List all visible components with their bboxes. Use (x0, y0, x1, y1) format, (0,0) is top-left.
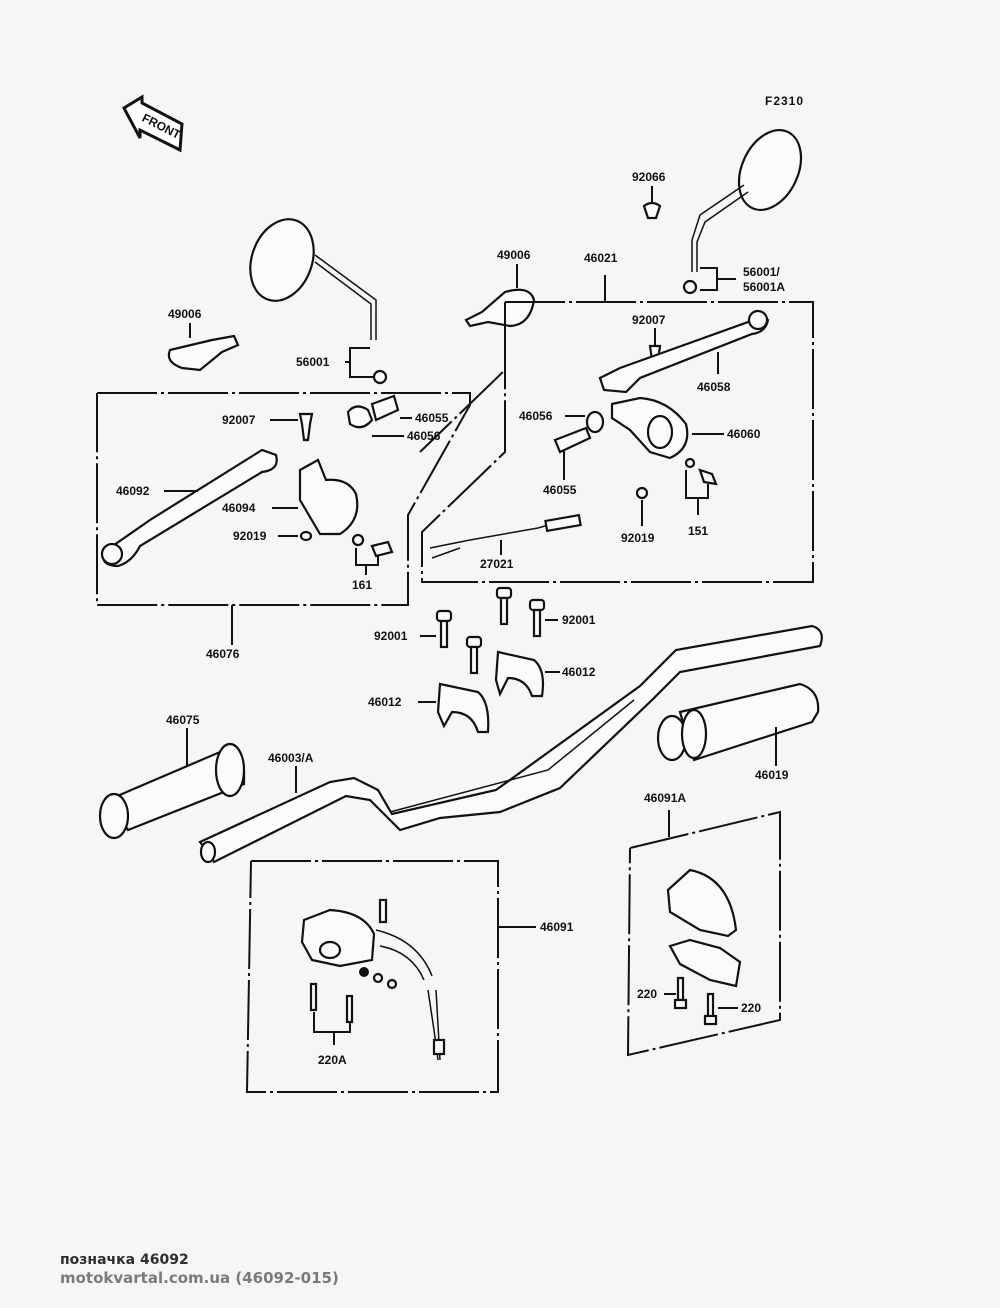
clamp-46012-left[interactable] (436, 682, 490, 734)
holder-46094[interactable] (298, 458, 359, 536)
label-49006-left: 49006 (168, 307, 202, 321)
weight-49006-left[interactable] (167, 334, 240, 372)
label-220A: 220A (318, 1053, 347, 1067)
label-92001-right: 92001 (562, 613, 596, 627)
leader-56001-56001A (700, 267, 736, 291)
box-46091 (245, 860, 499, 1093)
adjuster-46055-right[interactable] (553, 426, 592, 454)
label-46094: 46094 (222, 501, 256, 515)
right-mirror[interactable] (682, 120, 813, 295)
grip-46075[interactable] (98, 742, 246, 840)
diagram-code: F2310 (765, 94, 804, 108)
label-92066: 92066 (632, 170, 666, 184)
bolt-92001-c[interactable] (528, 598, 546, 638)
label-46012-left: 46012 (368, 695, 402, 709)
label-220-right: 220 (741, 1001, 761, 1015)
label-151-right: 151 (688, 524, 708, 538)
label-92007-left: 92007 (222, 413, 256, 427)
handlebar-46003A[interactable] (198, 624, 823, 864)
left-mirror[interactable] (239, 210, 388, 385)
label-27021: 27021 (480, 557, 514, 571)
label-46055-left: 46055 (415, 411, 449, 425)
label-46012-right: 46012 (562, 665, 596, 679)
bolt-92001-b[interactable] (495, 586, 513, 626)
screw-220-left[interactable] (673, 976, 688, 1010)
nut-161-left[interactable] (351, 533, 365, 547)
switch-housing-46091[interactable] (300, 898, 446, 1061)
label-46056-right: 46056 (519, 409, 553, 423)
adjuster-46055-left[interactable] (370, 394, 400, 422)
brake-lever-46058[interactable] (598, 314, 770, 394)
box-46021-edge (419, 302, 506, 453)
leader-56001 (345, 347, 374, 378)
washer-46056-right[interactable] (585, 410, 605, 434)
nut-92019-right[interactable] (635, 486, 649, 500)
bolt-92001-d[interactable] (465, 635, 483, 675)
front-arrow-icon: FRONT (122, 94, 184, 153)
switch-housing-46091A[interactable] (666, 868, 742, 988)
box-46091A (626, 810, 781, 1057)
label-92007-right: 92007 (632, 313, 666, 327)
label-46021: 46021 (584, 251, 618, 265)
brake-switch-27021[interactable] (429, 513, 582, 559)
bolt-92001-a[interactable] (435, 609, 453, 649)
label-46019: 46019 (755, 768, 789, 782)
label-46055-right: 46055 (543, 483, 577, 497)
label-161-left: 161 (352, 578, 372, 592)
nut-151-right[interactable] (684, 457, 696, 469)
source-watermark: motokvartal.com.ua (46092-015) (60, 1269, 339, 1287)
screw-220-right[interactable] (703, 992, 718, 1026)
label-56001A: 56001A (743, 280, 785, 294)
label-46076: 46076 (206, 647, 240, 661)
designation-caption: позначка 46092 (60, 1252, 189, 1268)
clamp-46012-right[interactable] (494, 650, 545, 698)
bolt-151-right[interactable] (698, 468, 718, 486)
label-46060: 46060 (727, 427, 761, 441)
label-92019-left: 92019 (233, 529, 267, 543)
washer-46056-left[interactable] (346, 405, 374, 429)
nut-92019-left[interactable] (299, 530, 313, 542)
label-46091: 46091 (540, 920, 574, 934)
label-46058: 46058 (697, 380, 731, 394)
label-46091A: 46091A (644, 791, 686, 805)
label-46003A: 46003/A (268, 751, 314, 765)
pivot-bolt-92007-left[interactable] (298, 412, 314, 442)
label-92001-left: 92001 (374, 629, 408, 643)
box-46021 (421, 301, 814, 583)
screws-220A[interactable] (309, 982, 354, 1024)
bolt-161-left[interactable] (370, 540, 394, 558)
label-56001: 56001 (296, 355, 330, 369)
label-56001-slash: 56001/ (743, 265, 780, 279)
label-220-left: 220 (637, 987, 657, 1001)
label-92019-right: 92019 (621, 531, 655, 545)
label-46092: 46092 (116, 484, 150, 498)
box-46076 (96, 392, 471, 606)
cap-92066[interactable] (642, 201, 662, 220)
label-46075: 46075 (166, 713, 200, 727)
throttle-grip-46019[interactable] (656, 682, 820, 762)
weight-49006-right[interactable] (464, 288, 536, 328)
label-49006-right: 49006 (497, 248, 531, 262)
